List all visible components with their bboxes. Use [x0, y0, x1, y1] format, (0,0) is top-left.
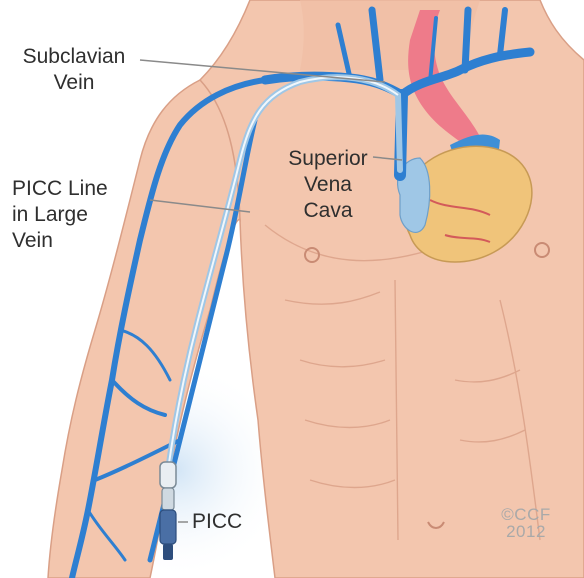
label-picc-line: PICC Line in Large Vein — [12, 176, 132, 254]
neck — [300, 0, 480, 70]
watermark-owner: ©CCF — [488, 506, 564, 523]
copyright-watermark: ©CCF 2012 — [488, 506, 564, 540]
label-subclavian-vein: Subclavian Vein — [14, 44, 134, 96]
watermark-year: 2012 — [488, 523, 564, 540]
label-superior-vena-cava: Superior Vena Cava — [278, 146, 378, 224]
label-picc: PICC — [192, 509, 242, 535]
